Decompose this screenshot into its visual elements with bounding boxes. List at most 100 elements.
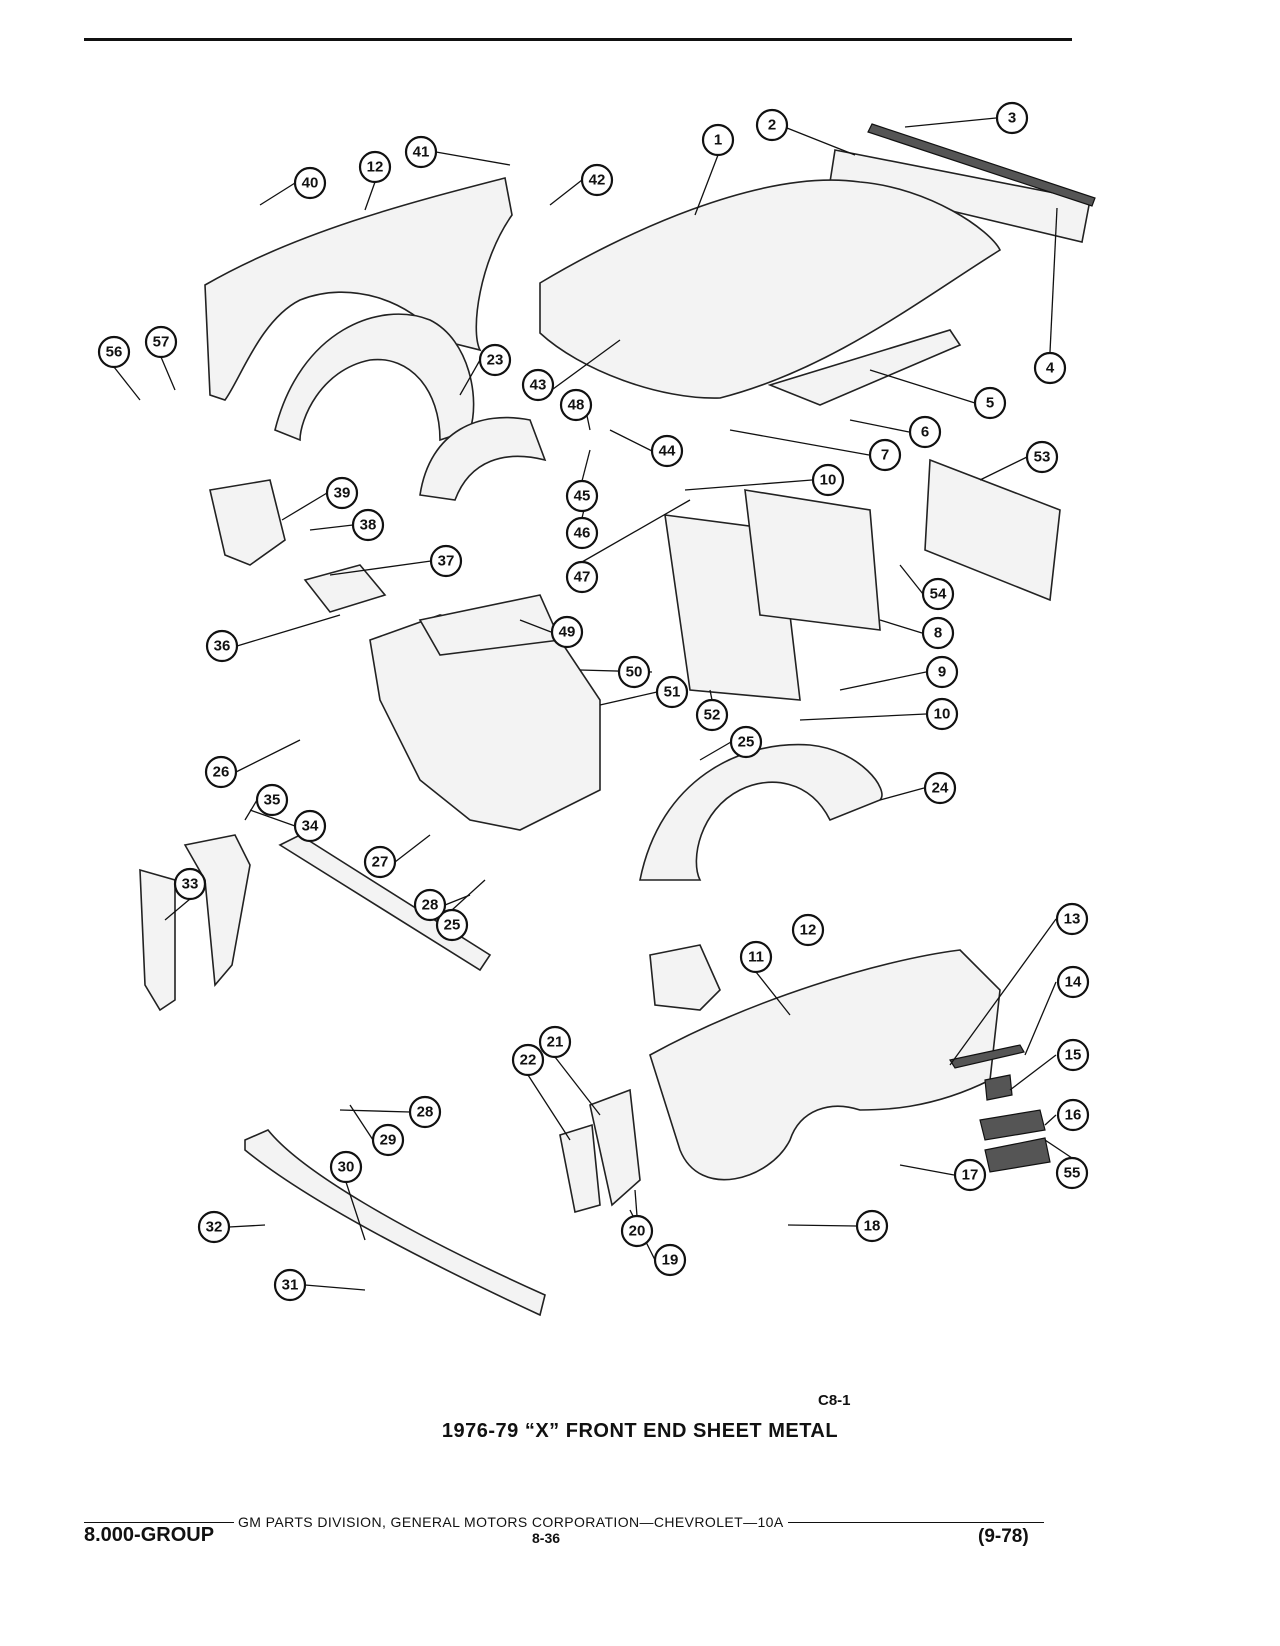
callout-44: 44	[650, 434, 684, 468]
footer-page: 8-36	[532, 1530, 561, 1546]
callout-circle	[695, 698, 729, 732]
callout-28: 28	[413, 888, 447, 922]
callout-number: 3	[1008, 110, 1016, 127]
callout-circle	[404, 135, 438, 169]
callout-circle	[205, 629, 239, 663]
leader-line	[339, 1109, 411, 1113]
leader-line	[786, 127, 856, 156]
callout-number: 27	[372, 854, 389, 871]
leader-line	[249, 809, 296, 827]
leader-line	[1044, 1139, 1073, 1159]
callout-circle	[921, 616, 955, 650]
leader-line	[694, 154, 719, 216]
callout-number: 31	[282, 1277, 299, 1294]
callout-36: 36	[205, 629, 239, 663]
wheel-opening-shield	[419, 416, 547, 501]
callout-number: 10	[820, 472, 837, 489]
callout-circle	[429, 544, 463, 578]
leader-line	[349, 1104, 374, 1141]
callout-circle	[538, 1025, 572, 1059]
leader-line	[799, 713, 927, 721]
coolant-reservoir-upper	[209, 479, 286, 566]
leader-line	[599, 691, 658, 706]
leader-line	[281, 492, 328, 521]
callout-14: 14	[1056, 965, 1090, 999]
leader-line	[879, 787, 925, 801]
callout-circle	[739, 940, 773, 974]
leader-line	[160, 356, 176, 391]
callout-number: 48	[568, 397, 585, 414]
leader-line	[235, 739, 301, 773]
callout-number: 11	[748, 949, 764, 966]
callout-number: 12	[800, 922, 817, 939]
callout-number: 30	[338, 1159, 355, 1176]
callout-circle	[559, 388, 593, 422]
left-wheelhouse	[274, 313, 475, 442]
leader-line	[394, 834, 431, 863]
callout-52: 52	[695, 698, 729, 732]
leader-line	[684, 479, 813, 491]
callout-39: 39	[325, 476, 359, 510]
callout-45: 45	[565, 479, 599, 513]
callout-number: 47	[574, 569, 591, 586]
callout-number: 20	[629, 1223, 646, 1240]
callout-number: 53	[1034, 449, 1051, 466]
callout-number: 28	[417, 1104, 434, 1121]
callout-circle	[1056, 1038, 1090, 1072]
callout-number: 29	[380, 1132, 397, 1149]
callout-circle	[925, 697, 959, 731]
callout-circle	[1056, 1098, 1090, 1132]
callout-53: 53	[1025, 440, 1059, 474]
callout-number: 38	[360, 517, 377, 534]
callout-circle	[617, 655, 651, 689]
callout-42: 42	[580, 163, 614, 197]
right-fender	[649, 949, 1001, 1181]
callout-circle	[1056, 965, 1090, 999]
callout-circle	[1025, 440, 1059, 474]
leader-line	[244, 799, 258, 821]
callout-9: 9	[925, 655, 959, 689]
callout-41: 41	[404, 135, 438, 169]
callout-13: 13	[1055, 902, 1089, 936]
callout-48: 48	[559, 388, 593, 422]
leader-line	[554, 1056, 601, 1116]
fender-extension-24	[559, 1123, 601, 1214]
callout-number: 6	[921, 424, 929, 441]
callout-number: 21	[547, 1034, 564, 1051]
leader-line	[236, 614, 341, 647]
leader-line	[849, 419, 910, 433]
callout-circle	[653, 1243, 687, 1277]
callout-24: 24	[923, 771, 957, 805]
callout-circle	[953, 1158, 987, 1192]
leader-line	[634, 1189, 638, 1217]
callout-50: 50	[617, 655, 651, 689]
fan-shroud	[744, 489, 881, 631]
callout-number: 22	[520, 1052, 537, 1069]
emblem-ss	[984, 1074, 1013, 1101]
callout-30: 30	[329, 1150, 363, 1184]
callout-1: 1	[701, 123, 735, 157]
callout-6: 6	[908, 415, 942, 449]
callout-circle	[921, 577, 955, 611]
figure-title: 1976-79 “X” FRONT END SHEET METAL	[441, 1420, 839, 1442]
callout-number: 37	[438, 553, 455, 570]
callout-circle	[550, 615, 584, 649]
callout-27: 27	[363, 845, 397, 879]
callout-number: 51	[664, 684, 681, 701]
callout-circle	[1055, 1156, 1089, 1190]
callout-32: 32	[197, 1210, 231, 1244]
callout-43: 43	[521, 368, 555, 402]
callout-circle	[371, 1123, 405, 1157]
callout-circle	[144, 325, 178, 359]
callout-34: 34	[293, 809, 327, 843]
callout-number: 42	[589, 172, 606, 189]
callout-circle	[97, 335, 131, 369]
leader-line	[1024, 981, 1057, 1056]
figure-code: C8-1	[818, 1392, 851, 1409]
leader-line	[787, 1224, 857, 1227]
callout-number: 25	[444, 917, 461, 934]
callout-18: 18	[855, 1209, 889, 1243]
callout-number: 43	[530, 377, 547, 394]
footer-publisher-line: GM PARTS DIVISION, GENERAL MOTORS CORPOR…	[84, 1514, 1044, 1530]
